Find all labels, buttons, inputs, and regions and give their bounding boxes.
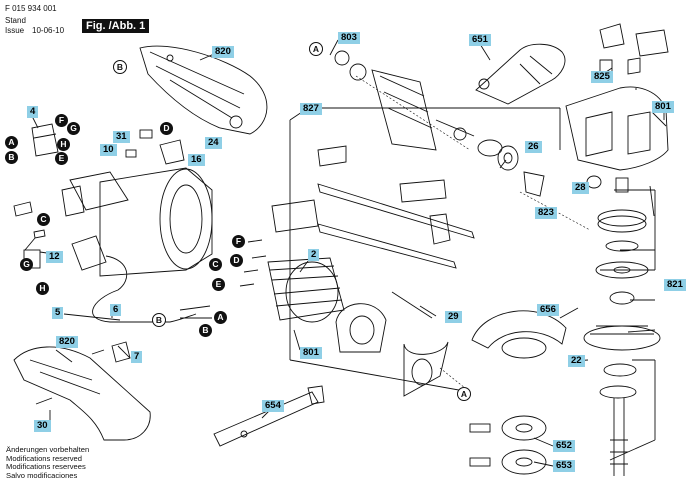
part-label-820-bottom: 820	[56, 336, 78, 348]
part-label-823: 823	[535, 207, 557, 219]
footer-line: Modifications reservees	[6, 462, 86, 472]
part-label-22: 22	[568, 355, 585, 367]
part-label-803: 803	[338, 32, 360, 44]
part-label-31: 31	[113, 131, 130, 143]
figure-label: Fig. /Abb. 1	[82, 19, 150, 33]
ref-circle-g: G	[67, 122, 80, 135]
part-label-825: 825	[591, 71, 613, 83]
ref-circle-h: H	[36, 282, 49, 295]
ref-circle-f: F	[232, 235, 245, 248]
footer-line: Änderungen vorbehalten	[6, 445, 90, 454]
part-label-656: 656	[537, 304, 559, 316]
ref-circle-h: H	[57, 138, 70, 151]
stand-label: Stand	[5, 16, 26, 25]
ref-circle-b: B	[113, 60, 127, 74]
ref-circle-d: D	[160, 122, 173, 135]
part-label-24: 24	[205, 137, 222, 149]
part-label-5: 5	[52, 307, 64, 319]
part-label-29: 29	[445, 311, 462, 323]
part-label-652: 652	[553, 440, 575, 452]
ref-circle-a: A	[214, 311, 227, 324]
issue-date: 10-06-10	[32, 26, 65, 35]
ref-circle-e: E	[55, 152, 68, 165]
ref-circle-c: C	[209, 258, 222, 271]
part-label-28: 28	[572, 182, 589, 194]
part-label-827: 827	[300, 103, 322, 115]
part-label-7: 7	[131, 351, 143, 363]
ref-circle-b: B	[199, 324, 212, 337]
ref-circle-a: A	[5, 136, 18, 149]
footer-notice: Änderungen vorbehalten Modifications res…	[6, 445, 90, 480]
ref-circle-b: B	[5, 151, 18, 164]
doc-number: F 015 934 001	[5, 4, 57, 13]
part-label-653: 653	[553, 460, 575, 472]
part-label-821: 821	[664, 279, 686, 291]
part-label-26: 26	[525, 141, 542, 153]
part-label-2: 2	[308, 249, 320, 261]
part-label-4: 4	[27, 106, 39, 118]
part-label-10: 10	[100, 144, 117, 156]
issue-label: Issue	[5, 26, 25, 35]
ref-circle-e: E	[212, 278, 225, 291]
ref-circle-c: C	[37, 213, 50, 226]
footer-line: Salvo modificaciones	[6, 470, 78, 480]
footer-line: Modifications reserved	[6, 453, 82, 463]
ref-circle-g: G	[20, 258, 33, 271]
part-label-6: 6	[110, 304, 122, 316]
part-label-801-center: 801	[300, 347, 322, 359]
part-label-654: 654	[262, 400, 284, 412]
ref-circle-a: A	[309, 42, 323, 56]
part-label-801-right: 801	[652, 101, 674, 113]
ref-circle-b: B	[152, 313, 166, 327]
part-label-651: 651	[469, 34, 491, 46]
ref-circle-f: F	[55, 114, 68, 127]
part-label-16: 16	[188, 154, 205, 166]
part-label-12: 12	[46, 251, 63, 263]
ref-circle-a: A	[457, 387, 471, 401]
ref-circle-d: D	[230, 254, 243, 267]
part-label-30: 30	[34, 420, 51, 432]
part-label-820-top: 820	[212, 46, 234, 58]
